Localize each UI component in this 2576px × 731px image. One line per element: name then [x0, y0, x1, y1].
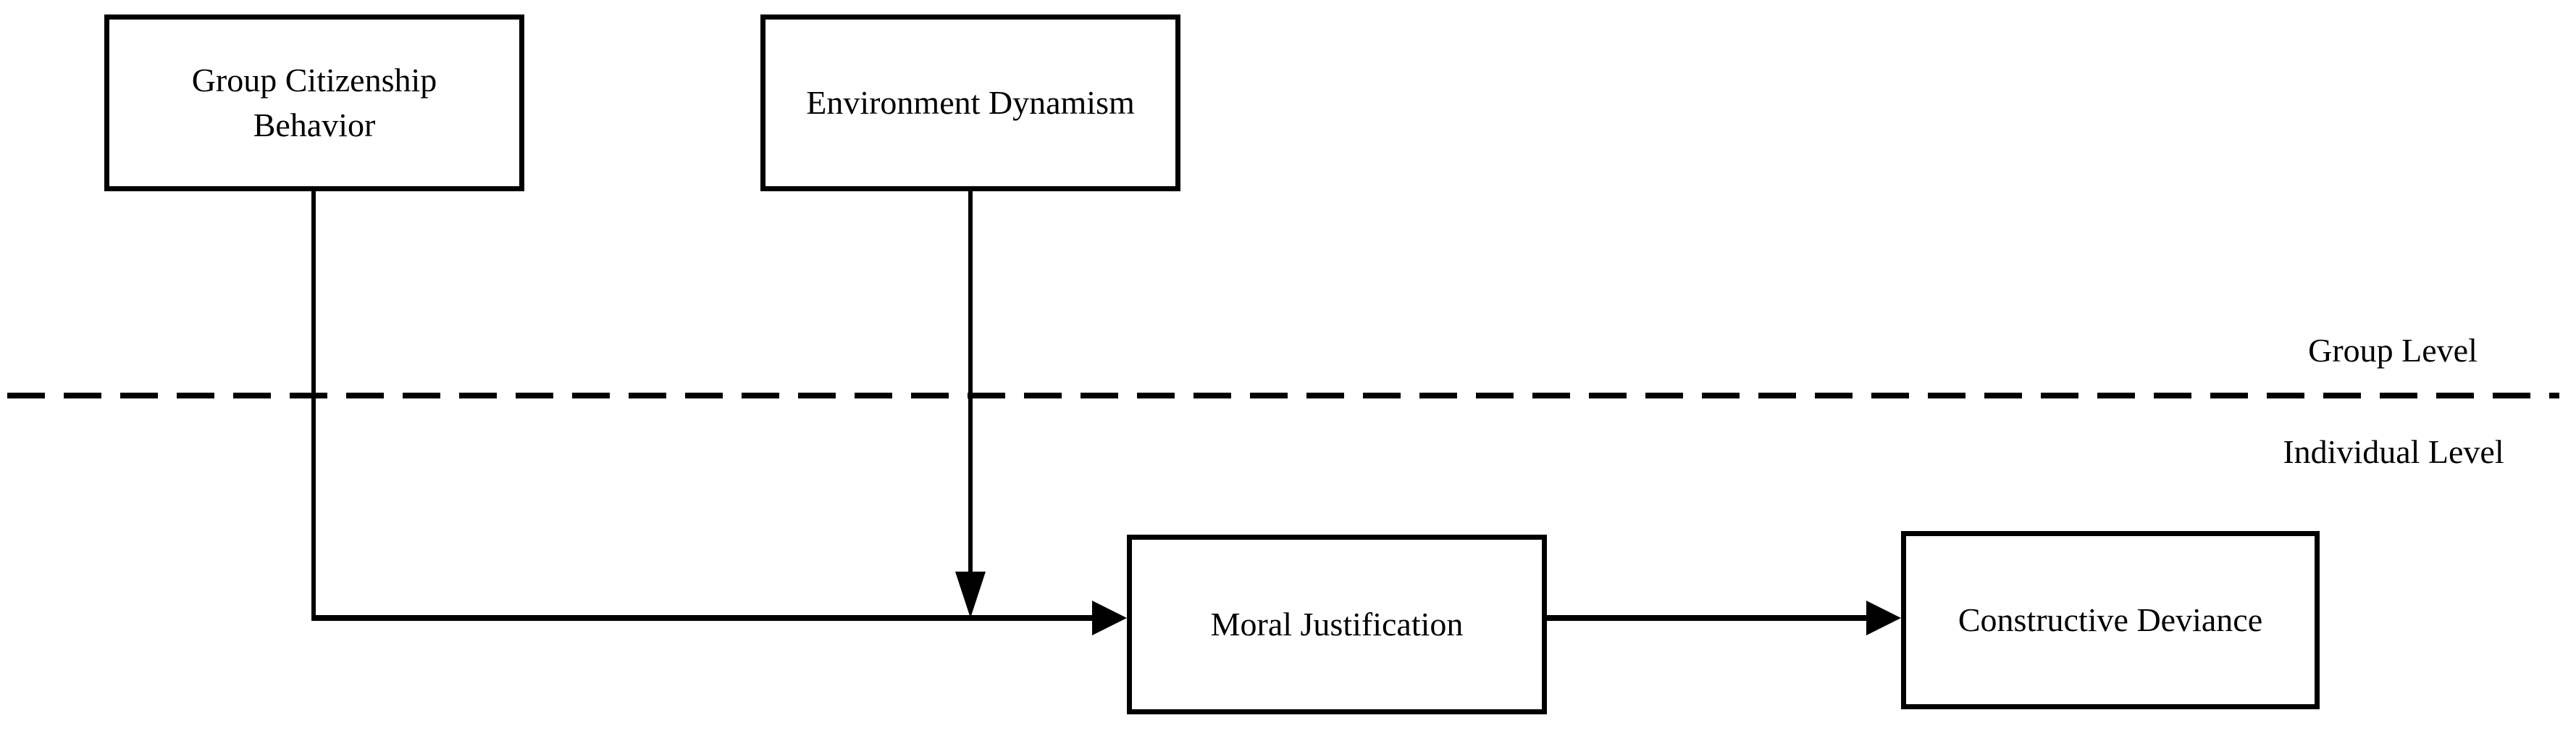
box-label-line: Constructive Deviance: [1958, 601, 2263, 638]
gcb-to-mj-horizontal-line: [311, 615, 1092, 621]
box-label-line: Environment Dynamism: [806, 84, 1135, 121]
arrowhead-down-moderator-icon: [955, 572, 986, 618]
box-moral-justification: Moral Justification: [1127, 535, 1547, 714]
individual-level-label: Individual Level: [2283, 433, 2504, 470]
level-divider-dashed-line: [7, 393, 2559, 398]
arrowhead-into-constructive-deviance-icon: [1866, 601, 1901, 635]
box-group-citizenship-behavior: Group Citizenship Behavior: [104, 14, 524, 191]
box-environment-dynamism: Environment Dynamism: [760, 14, 1180, 191]
ed-moderator-vertical-line: [968, 190, 973, 572]
box-label-line: Group Citizenship: [191, 62, 437, 99]
box-label-line: Behavior: [253, 106, 376, 143]
arrowhead-into-moral-justification-icon: [1092, 601, 1127, 635]
group-level-label: Group Level: [2308, 332, 2478, 369]
box-label-line: Moral Justification: [1210, 606, 1464, 643]
box-constructive-deviance: Constructive Deviance: [1901, 531, 2320, 709]
gcb-to-mj-vertical-line: [311, 190, 316, 621]
mj-to-cd-horizontal-line: [1547, 615, 1866, 621]
